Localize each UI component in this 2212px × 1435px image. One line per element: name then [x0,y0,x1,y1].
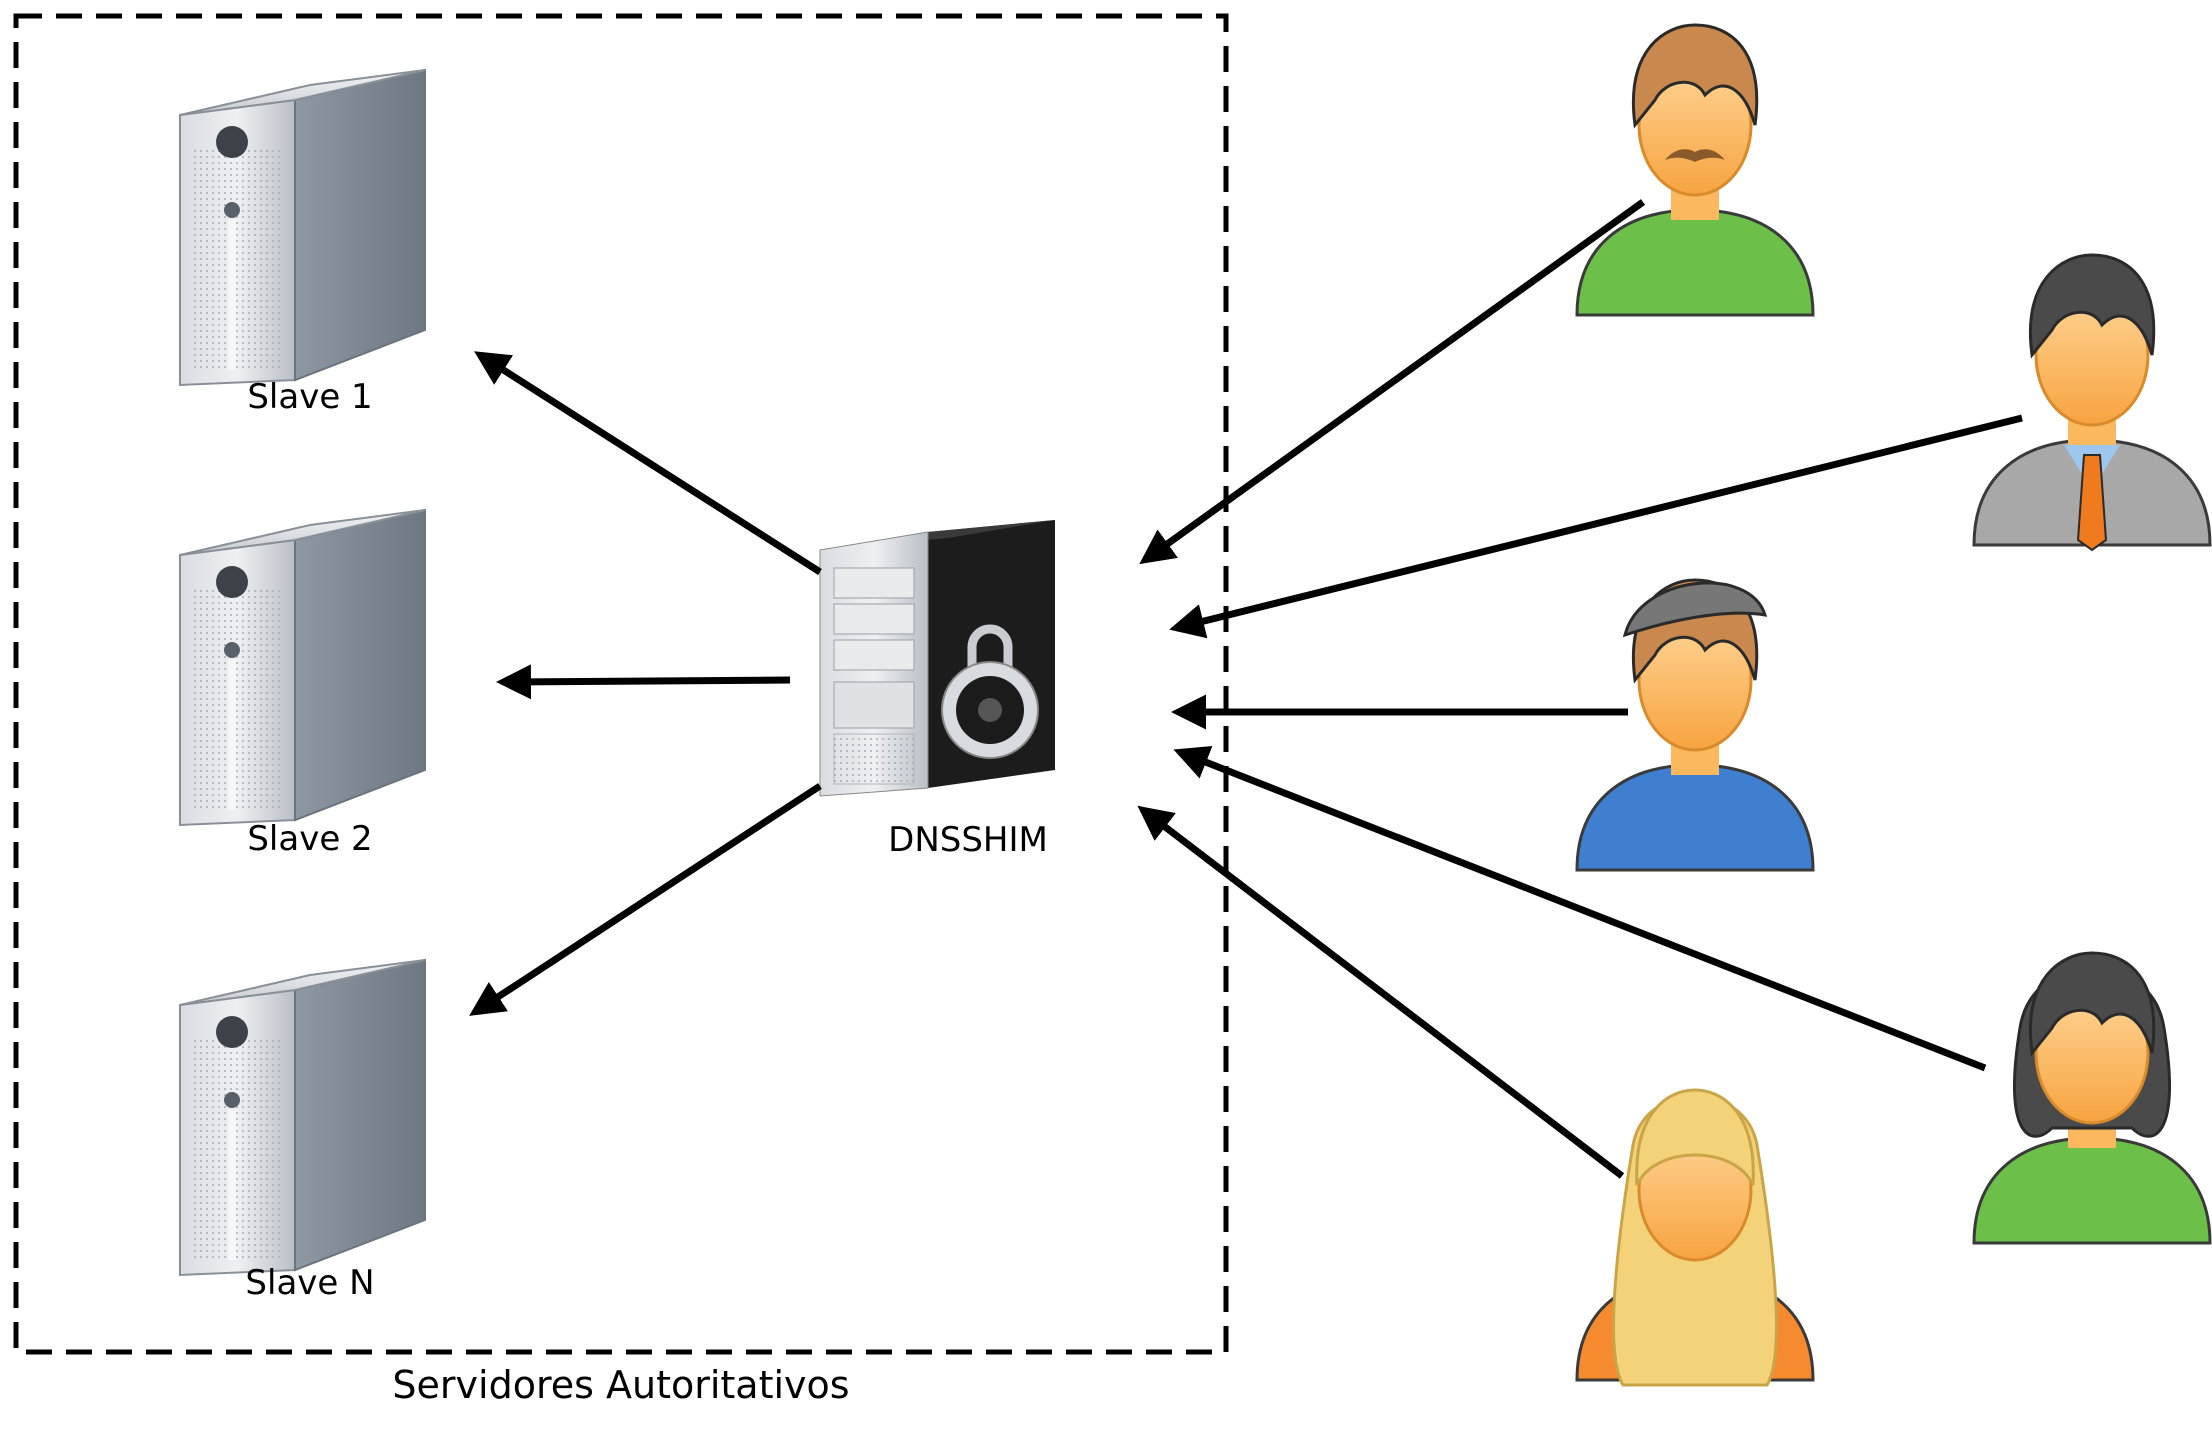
slave-server-1 [179,68,426,387]
user-woman-dark-icon [1972,951,2212,1245]
slave-label-3: Slave N [245,1263,374,1303]
arrows-from-users [1137,199,2023,1179]
slave-server-2 [179,508,426,827]
user-woman-blonde-icon [1575,1088,1815,1387]
arrow-to-slave-2 [496,664,791,700]
arrows-to-slaves [469,351,822,1016]
arrow-from-user-5 [1137,805,1625,1179]
user-businessman-icon [1972,253,2212,552]
dnsshim-label: DNSSHIM [888,820,1048,860]
group-box [13,13,1229,1355]
slave-label-1: Slave 1 [247,377,372,417]
user-mustache-icon [1575,23,1815,317]
arrow-from-user-2 [1169,414,2023,639]
arrow-from-user-1 [1139,199,1646,565]
slave-label-2: Slave 2 [247,819,372,859]
arrow-from-user-4 [1173,745,1987,1072]
group-label: Servidores Autoritativos [392,1363,849,1407]
arrow-to-slave-n [469,783,822,1016]
slave-server-3 [179,958,426,1277]
padlock-icon [941,624,1039,759]
arrow-to-slave-1 [474,351,822,575]
dnsshim-server [819,520,1055,797]
user-cap-icon [1575,578,1815,872]
